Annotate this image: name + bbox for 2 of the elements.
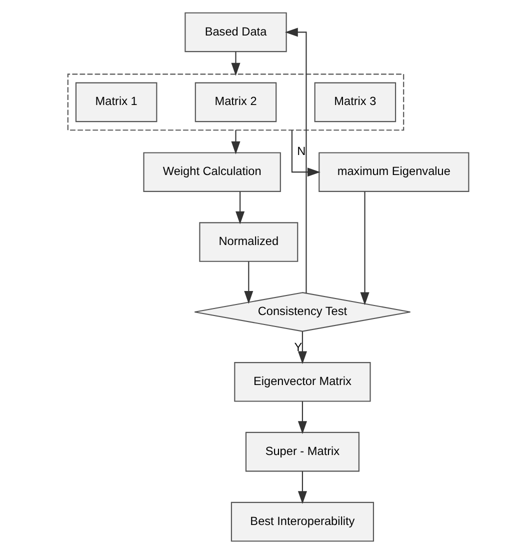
edge-label: N bbox=[296, 144, 306, 158]
edge-label: Y bbox=[294, 340, 302, 354]
